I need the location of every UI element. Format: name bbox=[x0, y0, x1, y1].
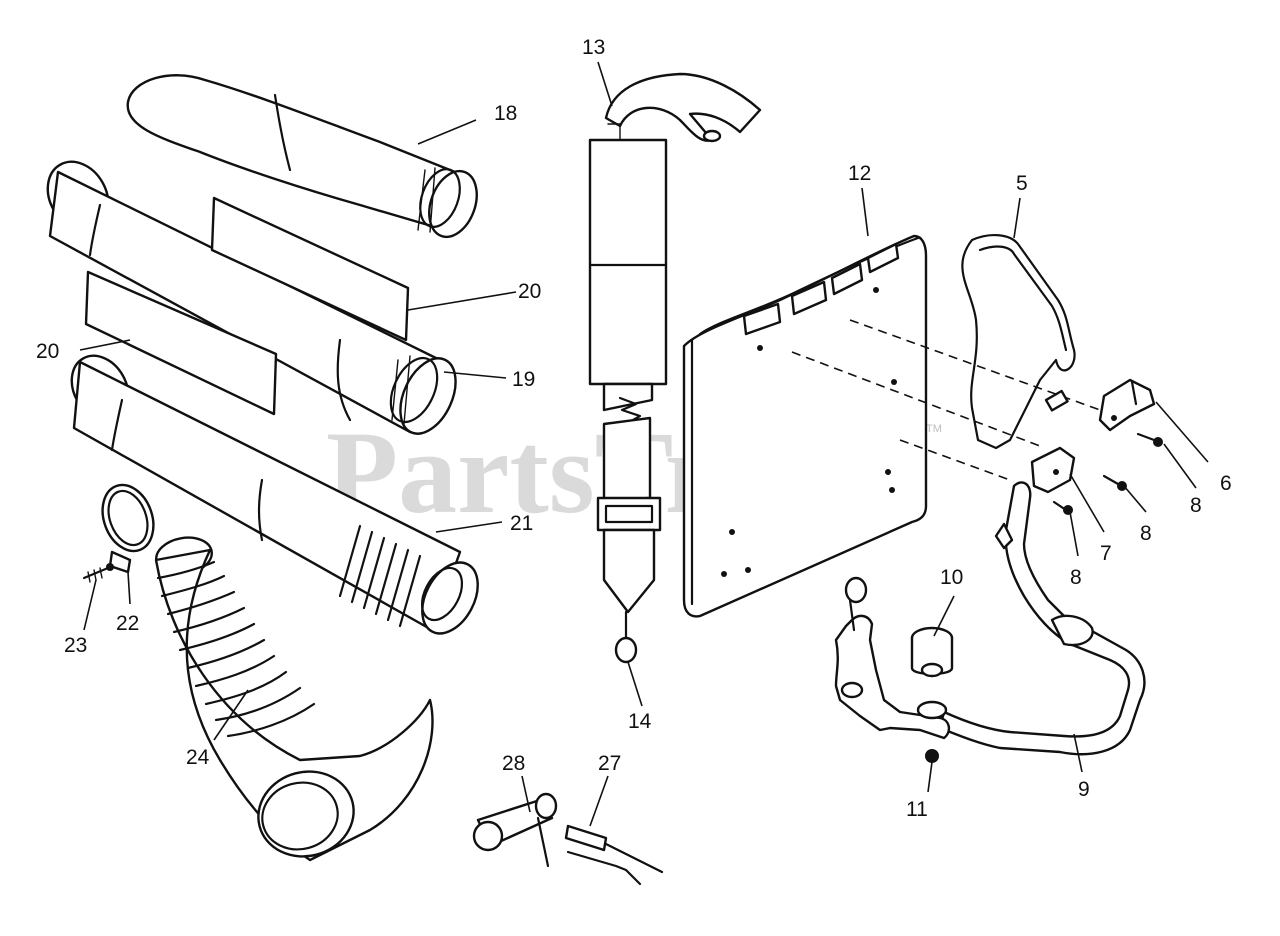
callout-14: 14 bbox=[628, 710, 652, 733]
callout-7: 7 bbox=[1100, 542, 1112, 565]
callout-labels: 13 18 12 5 20 20 19 6 8 8 7 8 21 10 22 2… bbox=[36, 36, 1232, 821]
part-19-straight-pipe[interactable] bbox=[36, 151, 467, 443]
watermark-trademark: TM bbox=[926, 423, 942, 435]
hose-ribs bbox=[156, 560, 316, 738]
callout-20-right: 20 bbox=[518, 280, 541, 303]
callout-20-left: 20 bbox=[36, 340, 59, 363]
callout-5: 5 bbox=[1016, 172, 1028, 195]
part-5-wire-frame[interactable] bbox=[961, 234, 1076, 450]
callout-8-middle: 8 bbox=[1140, 522, 1152, 545]
part-8-screws[interactable] bbox=[1052, 432, 1163, 515]
part-23-screw[interactable] bbox=[82, 563, 114, 583]
part-27-screwdriver[interactable] bbox=[564, 824, 664, 886]
part-12-back-pad[interactable] bbox=[682, 234, 928, 618]
part-18-upper-curved-pipe[interactable] bbox=[126, 74, 486, 243]
alignment-lines bbox=[791, 319, 1101, 481]
part-28-socket-wrench[interactable] bbox=[472, 792, 558, 868]
callout-10: 10 bbox=[940, 566, 963, 589]
callout-19: 19 bbox=[512, 368, 535, 391]
part-9-base-frame[interactable] bbox=[834, 481, 1146, 756]
part-20-decals[interactable] bbox=[84, 196, 410, 416]
callout-9: 9 bbox=[1078, 778, 1090, 801]
part-22-clamp[interactable] bbox=[94, 478, 162, 574]
callout-22: 22 bbox=[116, 612, 139, 635]
callout-11: 11 bbox=[906, 798, 928, 821]
part-13-shoulder-strap[interactable] bbox=[588, 72, 762, 386]
part-24-flex-hose[interactable] bbox=[153, 533, 434, 867]
part-7-bracket[interactable] bbox=[1030, 446, 1076, 494]
callout-28: 28 bbox=[502, 752, 525, 775]
part-14-strap-lower[interactable] bbox=[596, 382, 662, 664]
callout-8-upper: 8 bbox=[1190, 494, 1202, 517]
leader-lines bbox=[79, 61, 1209, 827]
callout-6: 6 bbox=[1220, 472, 1232, 495]
part-6-bracket[interactable] bbox=[1098, 378, 1156, 432]
pad-holes bbox=[721, 287, 897, 577]
callout-27: 27 bbox=[598, 752, 621, 775]
part-21-lower-pipe[interactable] bbox=[60, 346, 489, 643]
part-11-nut[interactable] bbox=[925, 749, 939, 763]
callout-12: 12 bbox=[848, 162, 871, 185]
callout-23: 23 bbox=[64, 634, 87, 657]
pad-ribs bbox=[742, 242, 900, 336]
callout-21: 21 bbox=[510, 512, 533, 535]
part-10-cap[interactable] bbox=[910, 626, 954, 678]
corrugated-end bbox=[338, 524, 422, 628]
callout-13: 13 bbox=[582, 36, 605, 59]
callout-24: 24 bbox=[186, 746, 210, 769]
callout-8-lower: 8 bbox=[1070, 566, 1082, 589]
callout-18: 18 bbox=[494, 102, 517, 125]
